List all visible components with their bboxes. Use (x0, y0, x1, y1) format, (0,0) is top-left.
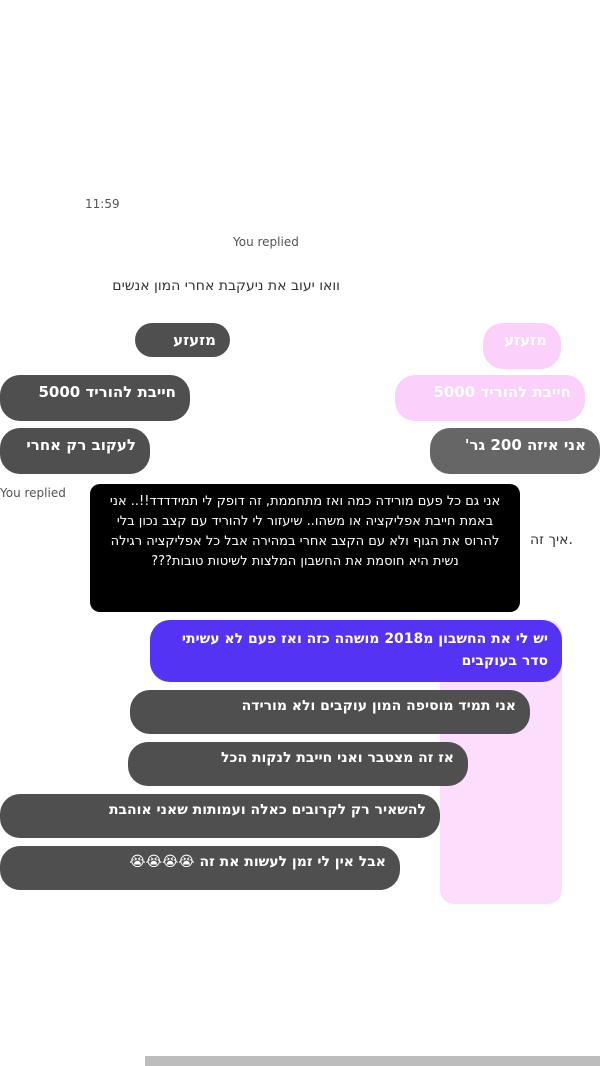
message-bubble[interactable]: חייבת להוריד 5000 (0, 375, 190, 421)
message-bubble[interactable]: לעקוב רק אחרי (0, 428, 150, 474)
reply-snippet: איך זה. (530, 532, 573, 548)
timestamp: 11:59 (85, 197, 120, 211)
message-bubble[interactable]: אני תמיד מוסיפה המון עוקבים ולא מורידה (130, 690, 530, 734)
message-bubble[interactable]: חייבת להוריד 5000 (395, 375, 585, 421)
scrollbar[interactable] (145, 1056, 600, 1066)
replied-label: You replied (233, 235, 299, 249)
message-bubble[interactable]: אבל אין לי זמן לעשות את זה 😭😭😭😭 (0, 846, 400, 890)
message-bubble[interactable]: להשאיר רק לקרובים כאלה ועמותות שאני אוהב… (0, 794, 440, 838)
message-bubble[interactable]: מזעזע (483, 323, 561, 369)
message-bubble[interactable]: מזעזע (135, 323, 230, 357)
story-reply-text: וואו יעוב את ניעקבת אחרי המון אנשים (112, 278, 340, 294)
replied-label: You replied (0, 486, 66, 500)
message-bubble[interactable]: אז זה מצטבר ואני חייבת לנקות הכל (128, 742, 468, 786)
message-bubble-long[interactable]: אני גם כל פעם מורידה כמה ואז מתחממת, זה … (90, 484, 520, 612)
message-bubble[interactable]: אני איזה 200 גר' (430, 428, 600, 474)
message-bubble[interactable]: יש לי את החשבון מ2018 מושהה כזה ואז פעם … (150, 620, 562, 682)
